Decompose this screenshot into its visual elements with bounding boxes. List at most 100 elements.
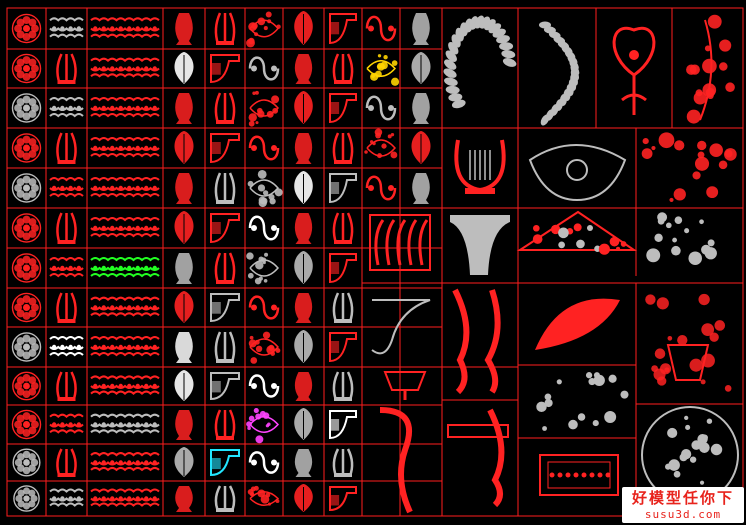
- ornament-thumbnail: [411, 52, 431, 84]
- site-watermark: 好模型任你下 susu3d.com: [622, 487, 744, 523]
- ornament-thumbnail: [210, 449, 240, 477]
- ornament-thumbnail: [329, 13, 357, 45]
- ornament-thumbnail: [332, 132, 354, 164]
- ornament-thumbnail: [90, 217, 160, 238]
- ornament-thumbnail: [90, 336, 160, 357]
- ornament-thumbnail: [248, 451, 280, 474]
- ornament-thumbnail: [246, 252, 279, 285]
- ornament-thumbnail: [174, 211, 194, 244]
- flower-vase-ornament: [645, 293, 732, 392]
- ornament-thumbnail: [56, 448, 77, 477]
- ornament-thumbnail: [248, 90, 280, 127]
- cad-grid-lines: [6, 7, 744, 517]
- ornament-thumbnail: [56, 212, 77, 244]
- ornament-thumbnail: [90, 137, 160, 158]
- ornament-thumbnail: [210, 133, 240, 164]
- ornament-thumbnail: [294, 251, 313, 284]
- ornament-thumbnail: [248, 215, 280, 241]
- ornament-thumbnail: [12, 371, 41, 401]
- ornament-thumbnail: [332, 371, 354, 401]
- ornament-thumbnail: [210, 372, 240, 401]
- ornament-thumbnail: [11, 93, 42, 123]
- ornament-thumbnail: [294, 372, 313, 401]
- plate-ornament: [539, 454, 619, 496]
- ornament-thumbnail: [11, 253, 42, 283]
- ornament-thumbnail: [248, 374, 280, 398]
- ornament-thumbnail: [294, 133, 313, 164]
- gray-branch-ornament: [646, 212, 717, 265]
- ornament-thumbnail: [90, 97, 160, 118]
- pedestal-ornament: [383, 371, 427, 400]
- ornament-thumbnail: [248, 135, 280, 161]
- ornament-thumbnail: [294, 171, 313, 204]
- ornament-thumbnail: [90, 257, 160, 278]
- ornament-thumbnail: [366, 54, 400, 86]
- ornament-thumbnail: [11, 332, 42, 362]
- ornament-thumbnail: [11, 213, 42, 243]
- ornament-thumbnail: [11, 173, 42, 203]
- ornament-library: [11, 11, 431, 512]
- ornament-thumbnail: [246, 408, 280, 444]
- ornament-thumbnail: [247, 485, 280, 506]
- ornament-thumbnail: [90, 296, 160, 317]
- bracket-scroll-ornament: [371, 299, 431, 355]
- ornament-thumbnail: [214, 252, 236, 284]
- ornament-thumbnail: [56, 292, 77, 323]
- ornament-thumbnail: [90, 452, 160, 472]
- ornament-thumbnail: [175, 410, 193, 440]
- ornament-thumbnail: [90, 17, 160, 39]
- ornament-thumbnail: [412, 93, 430, 124]
- ornament-thumbnail: [365, 175, 397, 201]
- ornament-thumbnail: [411, 131, 431, 164]
- ornament-thumbnail: [210, 213, 240, 244]
- pediment-spray-ornament: [516, 210, 638, 255]
- ornament-thumbnail: [329, 93, 357, 124]
- ornament-thumbnail: [49, 336, 84, 357]
- ornament-thumbnail: [365, 95, 397, 121]
- ornament-thumbnail: [175, 486, 193, 512]
- ornament-thumbnail: [247, 169, 283, 208]
- ornament-thumbnail: [294, 484, 313, 512]
- ornament-thumbnail: [294, 11, 313, 45]
- crest-ornament: [535, 298, 620, 350]
- ornament-thumbnail: [214, 409, 236, 440]
- ornament-thumbnail: [49, 413, 84, 434]
- s-leg-ornament: [379, 407, 413, 514]
- ornament-thumbnail: [329, 173, 357, 204]
- ornament-thumbnail: [294, 54, 313, 84]
- ornament-thumbnail: [175, 93, 193, 124]
- ornament-thumbnail: [174, 131, 194, 164]
- ornament-thumbnail: [332, 212, 354, 244]
- ornament-thumbnail: [332, 53, 354, 84]
- ornament-thumbnail: [49, 17, 84, 39]
- watermark-brand: 好模型任你下: [631, 488, 734, 507]
- ornament-thumbnail: [11, 133, 42, 163]
- ornament-thumbnail: [174, 447, 194, 477]
- ornament-thumbnail: [332, 448, 354, 477]
- ornament-thumbnail: [56, 53, 77, 84]
- ornament-thumbnail: [329, 332, 357, 363]
- garland-ornament: [539, 21, 580, 126]
- carved-leg-ornament: [447, 408, 509, 508]
- ornament-thumbnail: [175, 13, 193, 45]
- ornament-thumbnail: [294, 213, 313, 244]
- ornament-thumbnail: [329, 486, 357, 512]
- ornament-thumbnail: [294, 330, 313, 363]
- ornament-thumbnail: [11, 409, 42, 440]
- ornament-thumbnail: [332, 292, 354, 323]
- ornament-thumbnail: [11, 53, 42, 84]
- dragon-panel-ornament: [536, 372, 629, 431]
- ornament-thumbnail: [210, 293, 240, 323]
- ornament-thumbnail: [214, 92, 236, 124]
- ornament-thumbnail: [214, 331, 236, 363]
- cabriole-leg-ornaments: [452, 288, 501, 395]
- ornament-thumbnail: [248, 56, 280, 81]
- ornament-thumbnail: [214, 172, 236, 204]
- watermark-url: susu3d.com: [644, 507, 722, 521]
- ornament-thumbnail: [90, 57, 160, 78]
- floral-vine-ornament: [686, 14, 735, 124]
- ornament-thumbnail: [11, 13, 42, 44]
- ornament-thumbnail: [248, 331, 281, 364]
- large-ornament-pieces: [369, 14, 739, 514]
